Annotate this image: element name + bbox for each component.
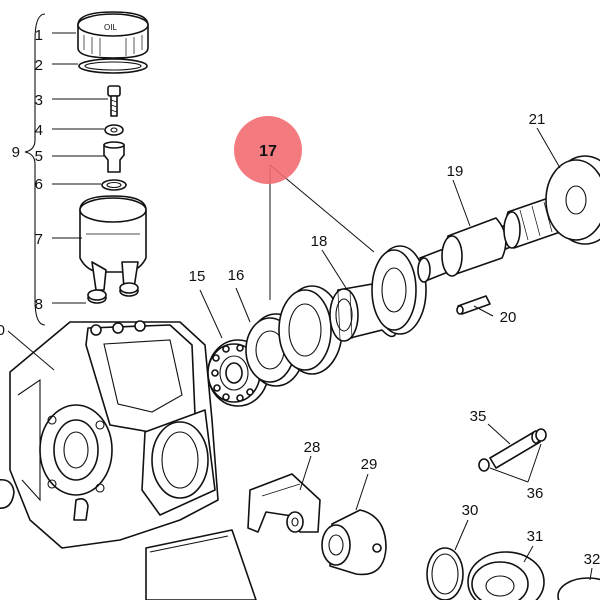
cap-lettering: OIL <box>104 23 117 32</box>
callout-5: 5 <box>35 148 43 165</box>
callout-19: 19 <box>447 163 464 180</box>
callout-2: 2 <box>35 57 43 74</box>
key-20 <box>456 295 491 315</box>
drive-shaft-19 <box>417 193 569 283</box>
washer-4 <box>104 124 124 136</box>
cover-ring <box>371 245 427 335</box>
leader-17b <box>269 164 375 253</box>
callout-9: 9 <box>12 144 20 161</box>
screw-3 <box>107 85 121 117</box>
callout-8: 8 <box>35 296 43 313</box>
highlight-circle <box>234 116 302 184</box>
leader-36a <box>527 443 542 483</box>
leader-36b <box>489 467 529 483</box>
leader-35 <box>487 423 511 445</box>
leader-32 <box>589 567 593 581</box>
o-ring-2-inner <box>84 61 142 71</box>
callout-28: 28 <box>304 439 321 456</box>
leader-0 <box>7 330 55 371</box>
callout-29: 29 <box>361 456 378 473</box>
diaphragm-31 <box>467 551 545 605</box>
callout-30: 30 <box>462 502 479 519</box>
callout-16: 16 <box>228 267 245 284</box>
o-ring-6-inner <box>106 181 122 189</box>
leader-28 <box>299 455 312 491</box>
group-bracket <box>24 13 46 326</box>
leader-31 <box>523 545 534 563</box>
part-32 <box>557 577 600 605</box>
ring-17 <box>278 285 343 375</box>
leader-30 <box>454 519 469 551</box>
seals-8 <box>87 282 139 304</box>
leader-19 <box>452 179 471 227</box>
washer-4-hole <box>110 127 118 133</box>
o-ring-30-inner <box>431 553 459 595</box>
callout-17: 17 <box>259 143 277 160</box>
callout-36: 36 <box>527 485 544 502</box>
oil-reservoir-7 <box>79 195 147 291</box>
callout-15: 15 <box>189 268 206 285</box>
circlip-36a <box>535 428 547 442</box>
leader-15 <box>199 289 223 339</box>
callout-21: 21 <box>529 111 546 128</box>
callout-18: 18 <box>311 233 328 250</box>
callout-4: 4 <box>35 122 43 139</box>
callout-20: 20 <box>500 309 517 326</box>
callout-10: 0 <box>0 322 5 339</box>
callout-31: 31 <box>527 528 544 545</box>
callout-1: 1 <box>35 27 43 44</box>
cover-plate <box>145 529 257 601</box>
piston-29 <box>321 509 387 576</box>
leader-20 <box>473 305 494 317</box>
callout-32: 32 <box>584 551 600 568</box>
bracket-28 <box>247 473 321 533</box>
o-ring-2 <box>78 58 148 74</box>
callout-7: 7 <box>35 231 43 248</box>
leader-21 <box>536 127 561 169</box>
circlip-36b <box>478 458 490 472</box>
leader-29 <box>355 473 369 511</box>
cover-plate-edge <box>149 535 229 553</box>
callout-6: 6 <box>35 176 43 193</box>
callout-3: 3 <box>35 92 43 109</box>
leader-16 <box>235 287 251 323</box>
oil-cap: OIL <box>77 11 149 59</box>
callout-35: 35 <box>470 408 487 425</box>
o-ring-6 <box>101 179 127 191</box>
flange-21 <box>545 155 600 245</box>
leader-18 <box>321 249 347 289</box>
breather-5 <box>103 141 125 173</box>
pin-35 <box>489 430 541 469</box>
pump-housing <box>0 320 219 549</box>
